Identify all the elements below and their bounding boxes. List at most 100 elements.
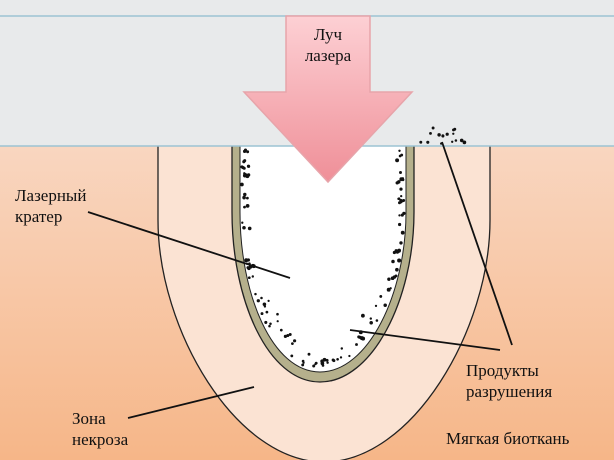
debris-particle bbox=[260, 297, 263, 300]
debris-particle bbox=[387, 277, 390, 280]
surface-debris-particle bbox=[451, 141, 453, 143]
debris-particle bbox=[383, 304, 386, 307]
debris-particle bbox=[242, 196, 246, 200]
debris-particle bbox=[376, 319, 379, 322]
debris-particle bbox=[401, 214, 404, 217]
debris-particle bbox=[293, 339, 296, 342]
debris-particle bbox=[268, 325, 271, 328]
crater-label-line1: Лазерный bbox=[15, 185, 86, 206]
debris-particle bbox=[348, 355, 350, 357]
debris-particle bbox=[243, 167, 245, 169]
debris-particle bbox=[369, 321, 373, 325]
soft-tissue-label: Мягкая биоткань bbox=[446, 428, 569, 449]
surface-debris-particle bbox=[460, 139, 464, 143]
debris-particle bbox=[402, 178, 405, 181]
debris-particle bbox=[290, 354, 293, 357]
debris-particle bbox=[243, 206, 246, 209]
necrosis-label-line2: некроза bbox=[72, 429, 128, 450]
debris-particle bbox=[280, 329, 283, 332]
beam-label-line2: лазера bbox=[278, 45, 378, 66]
debris-particle bbox=[257, 299, 260, 302]
products-label-line2: разрушения bbox=[466, 381, 552, 402]
debris-particle bbox=[361, 314, 365, 318]
debris-particle bbox=[267, 300, 269, 302]
debris-particle bbox=[247, 165, 250, 168]
products-label: Продукты разрушения bbox=[466, 360, 552, 402]
surface-debris-particle bbox=[446, 133, 449, 136]
debris-particle bbox=[264, 321, 267, 324]
debris-particle bbox=[398, 214, 400, 216]
debris-particle bbox=[264, 305, 266, 307]
debris-particle bbox=[308, 353, 311, 356]
debris-particle bbox=[241, 222, 243, 224]
debris-particle bbox=[266, 311, 269, 314]
debris-particle bbox=[402, 199, 405, 202]
beam-label: Луч лазера bbox=[278, 24, 378, 66]
surface-debris-particle bbox=[429, 132, 432, 135]
debris-particle bbox=[302, 360, 305, 363]
debris-particle bbox=[398, 223, 401, 226]
debris-particle bbox=[320, 359, 324, 363]
debris-particle bbox=[247, 267, 251, 271]
debris-particle bbox=[291, 342, 294, 345]
debris-particle bbox=[289, 333, 292, 336]
surface-debris-particle bbox=[452, 133, 454, 135]
debris-particle bbox=[301, 363, 304, 366]
debris-particle bbox=[252, 275, 254, 277]
debris-particle bbox=[240, 183, 244, 187]
debris-particle bbox=[326, 361, 328, 363]
debris-particle bbox=[248, 227, 252, 231]
debris-particle bbox=[375, 305, 377, 307]
debris-particle bbox=[332, 359, 335, 362]
debris-particle bbox=[387, 288, 391, 292]
debris-particle bbox=[244, 148, 247, 151]
debris-particle bbox=[242, 226, 246, 230]
debris-particle bbox=[398, 150, 400, 152]
debris-particle bbox=[397, 259, 401, 263]
debris-particle bbox=[242, 160, 245, 163]
surface-debris-particle bbox=[419, 141, 422, 144]
debris-particle bbox=[276, 313, 279, 316]
debris-particle bbox=[269, 322, 272, 325]
debris-particle bbox=[396, 181, 399, 184]
debris-particle bbox=[399, 188, 402, 191]
debris-particle bbox=[391, 260, 395, 264]
surface-debris-particle bbox=[455, 139, 458, 142]
debris-particle bbox=[370, 317, 372, 319]
surface-debris-particle bbox=[426, 141, 429, 144]
debris-particle bbox=[357, 335, 360, 338]
debris-particle bbox=[244, 258, 248, 262]
debris-particle bbox=[397, 249, 401, 253]
necrosis-label: Зона некроза bbox=[72, 408, 128, 450]
debris-particle bbox=[246, 197, 249, 200]
crater-label: Лазерный кратер bbox=[15, 185, 86, 227]
debris-particle bbox=[246, 204, 250, 208]
debris-particle bbox=[379, 295, 382, 298]
debris-particle bbox=[399, 155, 402, 158]
debris-particle bbox=[315, 362, 318, 365]
debris-particle bbox=[399, 171, 402, 174]
debris-particle bbox=[243, 172, 245, 174]
debris-particle bbox=[254, 293, 256, 295]
debris-particle bbox=[393, 275, 396, 278]
debris-particle bbox=[355, 343, 358, 346]
debris-particle bbox=[243, 193, 246, 196]
debris-particle bbox=[399, 241, 402, 244]
debris-particle bbox=[261, 312, 264, 315]
debris-particle bbox=[397, 198, 399, 200]
debris-particle bbox=[326, 359, 329, 362]
products-label-line1: Продукты bbox=[466, 360, 552, 381]
debris-particle bbox=[248, 276, 251, 279]
debris-particle bbox=[400, 195, 402, 197]
debris-particle bbox=[395, 268, 399, 272]
surface-debris-particle bbox=[437, 133, 440, 136]
surface-debris-particle bbox=[453, 128, 456, 131]
debris-particle bbox=[395, 158, 399, 162]
crater-label-line2: кратер bbox=[15, 206, 86, 227]
necrosis-label-line1: Зона bbox=[72, 408, 128, 429]
surface-debris-particle bbox=[432, 127, 435, 130]
debris-particle bbox=[336, 358, 339, 361]
debris-particle bbox=[398, 201, 401, 204]
debris-particle bbox=[393, 251, 396, 254]
